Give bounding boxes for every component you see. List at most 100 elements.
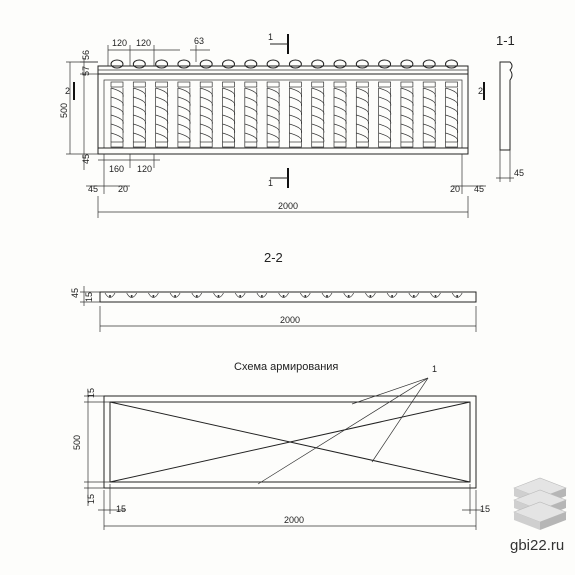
inner-frame: [103, 79, 463, 149]
dim-left-45: 45: [81, 154, 91, 164]
top-knob: [445, 59, 458, 69]
rebar-frame: [109, 401, 471, 483]
plan-strip: [99, 291, 477, 303]
baluster-hole: [278, 292, 289, 298]
top-knob: [378, 59, 392, 69]
top-knob: [266, 59, 280, 69]
baluster: [333, 81, 347, 148]
baluster: [244, 81, 258, 148]
cut-2-right-label: 2: [478, 86, 483, 96]
baluster-hole: [299, 292, 311, 298]
baluster-hole: [191, 292, 203, 298]
baluster: [445, 81, 459, 148]
dim-left-56: 56: [81, 50, 91, 60]
top-knob: [177, 59, 191, 69]
top-knob: [132, 59, 146, 69]
section-title-2-2: 2-2: [264, 250, 283, 265]
top-knob: [244, 59, 258, 69]
dim-top-63: 63: [194, 36, 204, 46]
reinforcement-title: Схема армирования: [234, 361, 338, 373]
dim-bot-120: 120: [137, 164, 152, 174]
watermark: gbi22.ru: [510, 477, 567, 554]
baluster-hole: [234, 292, 246, 298]
dim-2-2-45: 45: [70, 288, 80, 298]
section-title-1-1: 1-1: [496, 33, 515, 48]
side-profile: [499, 61, 513, 151]
baluster: [400, 81, 414, 148]
dim-right-45: 45: [474, 184, 484, 194]
dim-top-120a: 120: [112, 38, 127, 48]
dim-bot-45: 45: [88, 184, 98, 194]
cut-marker-label-bottom: 1: [268, 178, 273, 188]
top-knob: [199, 59, 213, 69]
watermark-site: gbi22.ru: [510, 537, 564, 554]
baluster: [222, 81, 236, 148]
baluster-hole: [408, 292, 420, 298]
cut-marker-label-top: 1: [268, 32, 273, 42]
dim-reinf-2000: 2000: [284, 515, 304, 525]
baluster-hole: [213, 292, 224, 298]
rebar-diag-2: [109, 401, 471, 483]
baluster-hole: [321, 292, 333, 298]
leader-3: [371, 377, 429, 463]
top-knob: [333, 59, 347, 69]
baluster-hole: [386, 292, 398, 298]
dim-2-2-15: 15: [84, 292, 94, 302]
top-knob: [355, 59, 369, 69]
dim-reinf-right15: 15: [480, 504, 490, 514]
baluster-hole: [365, 292, 376, 298]
top-knob: [311, 59, 325, 69]
panel-outline: [103, 395, 477, 489]
reinforcement-scheme: Схема армирования 1 15 500 15 15 15 2000: [72, 361, 490, 530]
baluster: [155, 81, 169, 148]
baluster-hole: [451, 292, 463, 298]
dim-bot-160: 160: [109, 164, 124, 174]
baluster: [289, 81, 302, 148]
baluster-hole: [148, 292, 159, 298]
view-2-2: 2-2 45 15 2000: [70, 250, 477, 332]
top-knob: [400, 59, 414, 69]
dim-reinf-top15: 15: [86, 388, 96, 398]
baluster: [355, 81, 369, 148]
top-knob: [222, 59, 235, 69]
dim-bot-20: 20: [118, 184, 128, 194]
baluster: [266, 81, 280, 148]
top-knobs: [110, 59, 458, 69]
baluster: [199, 81, 213, 148]
top-knob: [422, 59, 436, 69]
dim-side-45: 45: [514, 168, 524, 178]
baluster-hole: [104, 292, 116, 298]
dim-right-20: 20: [450, 184, 460, 194]
dim-left-57: 57: [81, 66, 91, 76]
baluster: [132, 81, 146, 148]
top-knob: [155, 59, 169, 69]
dim-top-120b: 120: [136, 38, 151, 48]
baluster-hole: [256, 292, 268, 298]
baluster: [311, 81, 325, 148]
baluster-hole: [430, 292, 441, 298]
leader-1: [351, 377, 429, 405]
dim-left-500: 500: [59, 103, 69, 118]
baluster: [110, 81, 124, 148]
baluster-hole: [169, 292, 181, 298]
dim-reinf-left15: 15: [116, 504, 126, 514]
dim-total-2000: 2000: [278, 201, 298, 211]
leader-2: [257, 377, 429, 485]
baluster-holes: [104, 292, 463, 298]
top-knob: [110, 59, 124, 69]
callout-1: 1: [432, 364, 437, 374]
balusters: [110, 81, 459, 148]
baluster: [422, 81, 436, 148]
baluster: [177, 81, 191, 148]
top-knob: [288, 59, 302, 69]
dim-reinf-500: 500: [72, 435, 82, 450]
cut-2-left-label: 2: [65, 86, 70, 96]
baluster-hole: [343, 292, 355, 298]
view-1-1: 1 1 2 2 1-1 45 120 120 63 56 5: [59, 32, 524, 218]
baluster-hole: [126, 292, 138, 298]
baluster: [378, 81, 392, 148]
dim-reinf-bot15: 15: [86, 494, 96, 504]
stacked-slabs-icon: [513, 477, 567, 530]
